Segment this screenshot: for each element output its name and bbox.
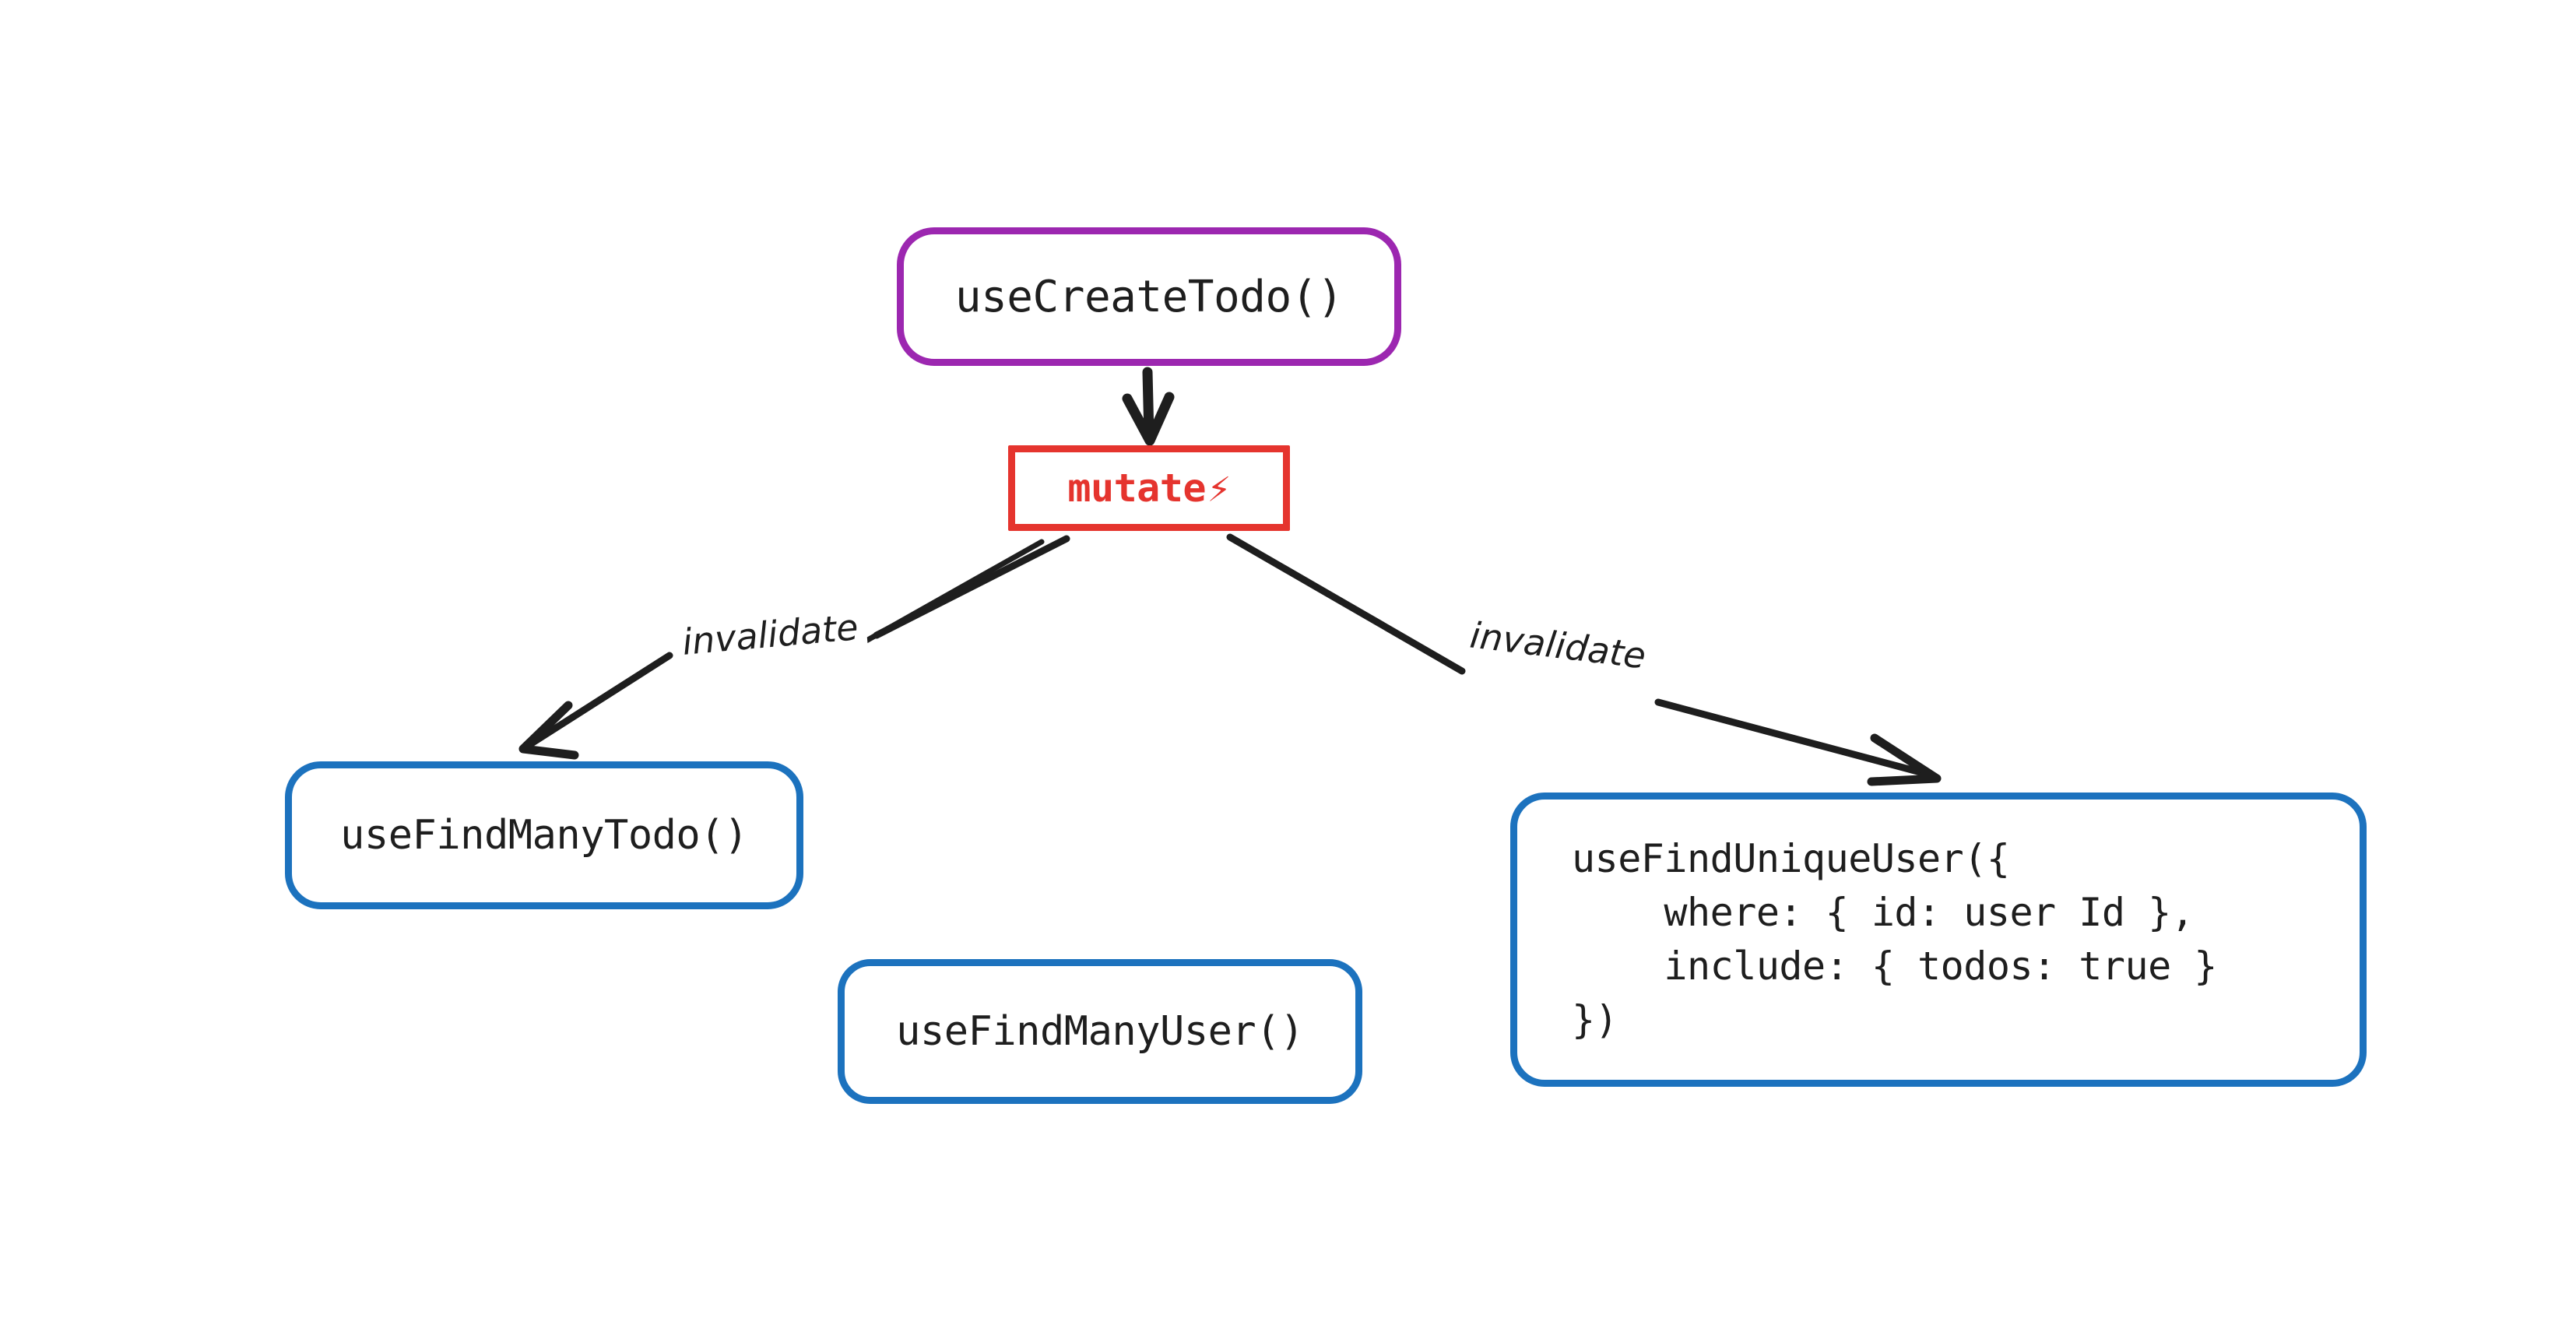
- node-mutate-label: mutate: [1067, 466, 1206, 511]
- node-use-find-many-user[interactable]: useFindManyUser(): [838, 959, 1362, 1104]
- node-mutate-text: mutate⚡: [1067, 466, 1231, 511]
- edge-label-invalidate-right: invalidate: [1460, 611, 1657, 680]
- edge-create-to-mutate: [1122, 367, 1175, 446]
- node-use-create-todo[interactable]: useCreateTodo(): [897, 227, 1401, 366]
- lightning-bolt-icon: ⚡: [1207, 466, 1231, 511]
- node-use-find-many-todo-label: useFindManyTodo(): [340, 812, 748, 859]
- node-use-create-todo-label: useCreateTodo(): [954, 271, 1344, 322]
- edge-label-invalidate-left: invalidate: [672, 603, 868, 666]
- node-use-find-unique-user[interactable]: useFindUniqueUser({ where: { id: user Id…: [1510, 793, 2367, 1087]
- node-use-find-unique-user-label: useFindUniqueUser({ where: { id: user Id…: [1572, 836, 2217, 1042]
- node-mutate[interactable]: mutate⚡: [1008, 445, 1290, 531]
- node-use-find-many-todo[interactable]: useFindManyTodo(): [285, 761, 803, 909]
- node-use-find-many-user-label: useFindManyUser(): [896, 1008, 1304, 1055]
